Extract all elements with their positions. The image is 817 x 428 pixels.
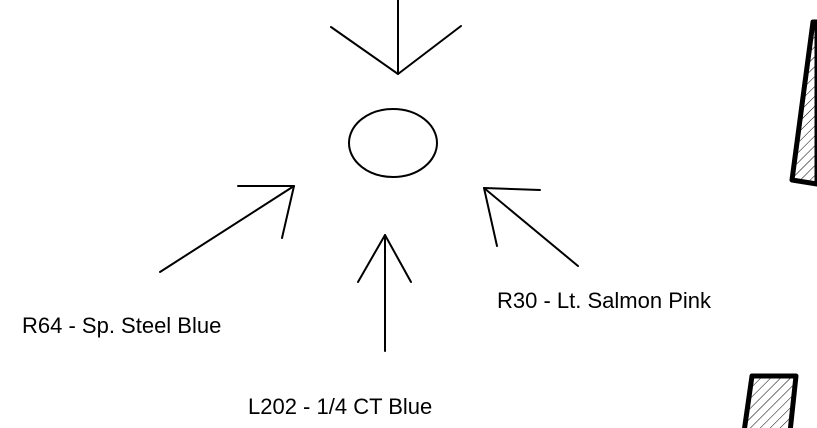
- flat-upper: [789, 19, 817, 187]
- subject-ellipse: [348, 108, 438, 178]
- gel-label-right: R30 - Lt. Salmon Pink: [497, 288, 711, 313]
- bottom-light-arrow: [357, 234, 412, 352]
- gel-label-left: R64 - Sp. Steel Blue: [22, 313, 222, 338]
- left-light-arrow: [159, 185, 295, 273]
- right-light-arrow: [483, 187, 579, 267]
- flat-lower: [742, 373, 799, 428]
- gel-label-bottom: L202 - 1/4 CT Blue: [248, 394, 433, 419]
- top-light-arrow: [330, 0, 462, 75]
